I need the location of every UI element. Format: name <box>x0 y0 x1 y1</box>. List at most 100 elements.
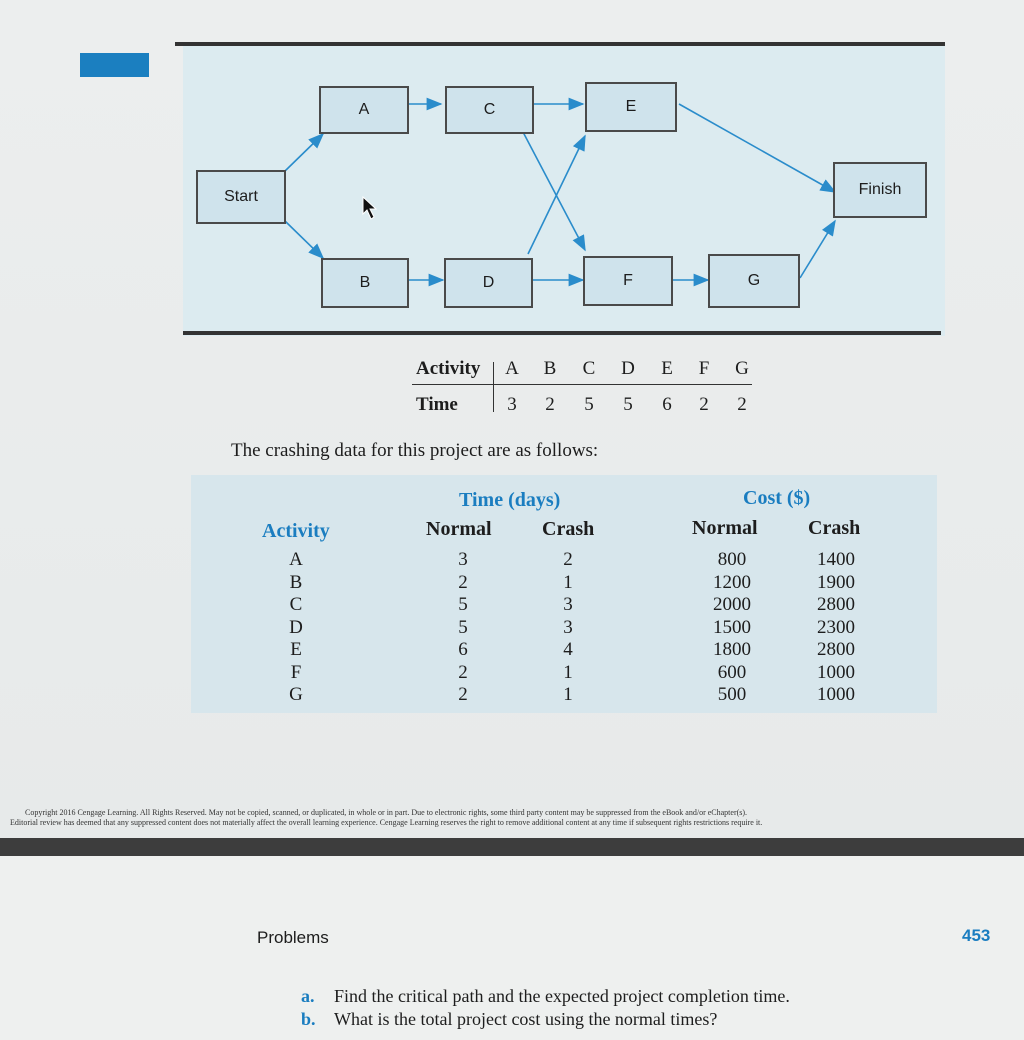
copyright-notice: Copyright 2016 Cengage Learning. All Rig… <box>10 808 1010 828</box>
page-divider-band <box>0 838 1024 856</box>
arrow-start-b <box>284 220 325 260</box>
cell-cost-crash: 1000 <box>817 661 855 683</box>
node-a: A <box>319 86 409 134</box>
node-label: A <box>358 101 370 118</box>
mouse-cursor-icon <box>362 196 378 220</box>
cell-cost-crash: 2800 <box>817 639 855 660</box>
arrow-g-finish <box>799 219 836 279</box>
activity-cell: A <box>505 358 519 379</box>
question-letter: b. <box>301 1009 316 1029</box>
cell-activity: C <box>289 594 303 615</box>
node-label: D <box>482 274 495 291</box>
copyright-line: Copyright 2016 Cengage Learning. All Rig… <box>25 808 748 817</box>
section-label: Problems <box>257 928 329 947</box>
cell-cost-normal: 600 <box>717 661 747 683</box>
header-cost: Cost ($) <box>743 487 811 509</box>
copyright-line: Editorial review has deemed that any sup… <box>10 818 763 827</box>
header-time-normal: Normal <box>426 518 492 540</box>
cell-cost-normal: 1500 <box>713 616 751 638</box>
cell-activity: D <box>289 616 303 638</box>
diagram-arrows <box>284 97 837 287</box>
cell-activity: E <box>290 639 302 660</box>
cell-time-crash: 3 <box>563 594 573 615</box>
cell-time-normal: 2 <box>458 684 468 705</box>
table-vertical-rule <box>493 362 494 412</box>
time-cell: 2 <box>545 394 555 415</box>
column-time-crash: 2 1 3 3 4 1 1 <box>553 549 583 707</box>
cell-activity: G <box>289 684 303 705</box>
arrow-d-e <box>527 134 586 255</box>
column-cost-normal: 800 1200 2000 1500 1800 600 500 <box>702 549 762 707</box>
cell-time-normal: 3 <box>458 549 468 570</box>
question-text: What is the total project cost using the… <box>334 1009 718 1029</box>
node-f: F <box>583 256 673 306</box>
node-b: B <box>321 258 409 308</box>
node-label: Finish <box>858 181 902 198</box>
bottom-rule <box>183 331 941 335</box>
cell-cost-crash: 1900 <box>817 571 855 593</box>
row-label-activity: Activity <box>416 358 481 379</box>
cell-cost-crash: 1400 <box>817 549 855 570</box>
cell-cost-normal: 500 <box>717 684 747 705</box>
activity-cell: E <box>661 358 673 379</box>
cell-time-normal: 6 <box>458 639 468 660</box>
cell-activity: B <box>289 571 303 593</box>
cell-activity: A <box>289 549 303 570</box>
time-cell: 3 <box>507 394 517 415</box>
time-cell: 5 <box>584 394 594 415</box>
crashing-caption: The crashing data for this project are a… <box>231 440 599 461</box>
node-label: F <box>623 272 633 289</box>
cell-time-crash: 2 <box>563 549 573 570</box>
time-cell: 6 <box>662 394 672 415</box>
node-label: B <box>359 274 371 291</box>
header-cost-normal: Normal <box>692 517 758 539</box>
arrow-e-finish <box>678 103 837 193</box>
time-cell: 2 <box>737 394 747 415</box>
cell-cost-crash: 2800 <box>817 594 855 615</box>
time-cell: 5 <box>623 394 633 415</box>
header-time-days: Time (days) <box>459 489 561 511</box>
table-horizontal-rule <box>412 384 752 385</box>
cell-cost-normal: 2000 <box>713 594 751 615</box>
column-cost-crash: 1400 1900 2800 2300 2800 1000 1000 <box>806 549 866 707</box>
arrow-c-f <box>522 131 586 252</box>
question-text: Find the critical path and the expected … <box>334 986 790 1006</box>
cell-activity: F <box>290 661 302 683</box>
activity-cell: F <box>698 358 710 379</box>
node-label: C <box>483 101 496 118</box>
node-d: D <box>444 258 533 308</box>
header-cost-crash: Crash <box>808 517 861 539</box>
column-time-normal: 3 2 5 5 6 2 2 <box>448 549 478 707</box>
arrow-start-a <box>284 132 325 172</box>
cell-time-crash: 1 <box>563 684 573 705</box>
header-activity: Activity <box>262 520 330 542</box>
node-c: C <box>445 86 534 134</box>
cell-cost-normal: 1800 <box>713 639 751 660</box>
row-label-time: Time <box>416 394 458 415</box>
activity-cell: B <box>543 358 557 379</box>
time-cell: 2 <box>699 394 709 415</box>
node-label: G <box>747 272 761 289</box>
cell-time-crash: 3 <box>563 616 573 638</box>
cell-time-normal: 2 <box>458 661 468 683</box>
cell-cost-normal: 800 <box>717 549 747 570</box>
page-number: 453 <box>962 926 991 945</box>
network-diagram: Start A C E Finish B D F G <box>183 46 945 336</box>
cell-time-normal: 2 <box>458 571 468 593</box>
cell-cost-normal: 1200 <box>713 571 751 593</box>
cell-cost-crash: 1000 <box>817 684 855 705</box>
top-rule <box>175 42 945 46</box>
column-activity: A B C D E F G <box>281 549 311 707</box>
activity-cell: G <box>735 358 749 379</box>
node-start: Start <box>196 170 286 224</box>
cell-time-crash: 1 <box>563 571 573 593</box>
cell-time-crash: 4 <box>563 639 573 660</box>
header-time-crash: Crash <box>542 518 595 540</box>
node-finish: Finish <box>833 162 927 218</box>
node-g: G <box>708 254 800 308</box>
node-label: E <box>625 98 637 115</box>
node-e: E <box>585 82 677 132</box>
cell-time-normal: 5 <box>458 594 468 615</box>
node-label: Start <box>224 188 258 205</box>
crashing-data-table: Time (days) Cost ($) Activity Normal Cra… <box>191 475 937 713</box>
